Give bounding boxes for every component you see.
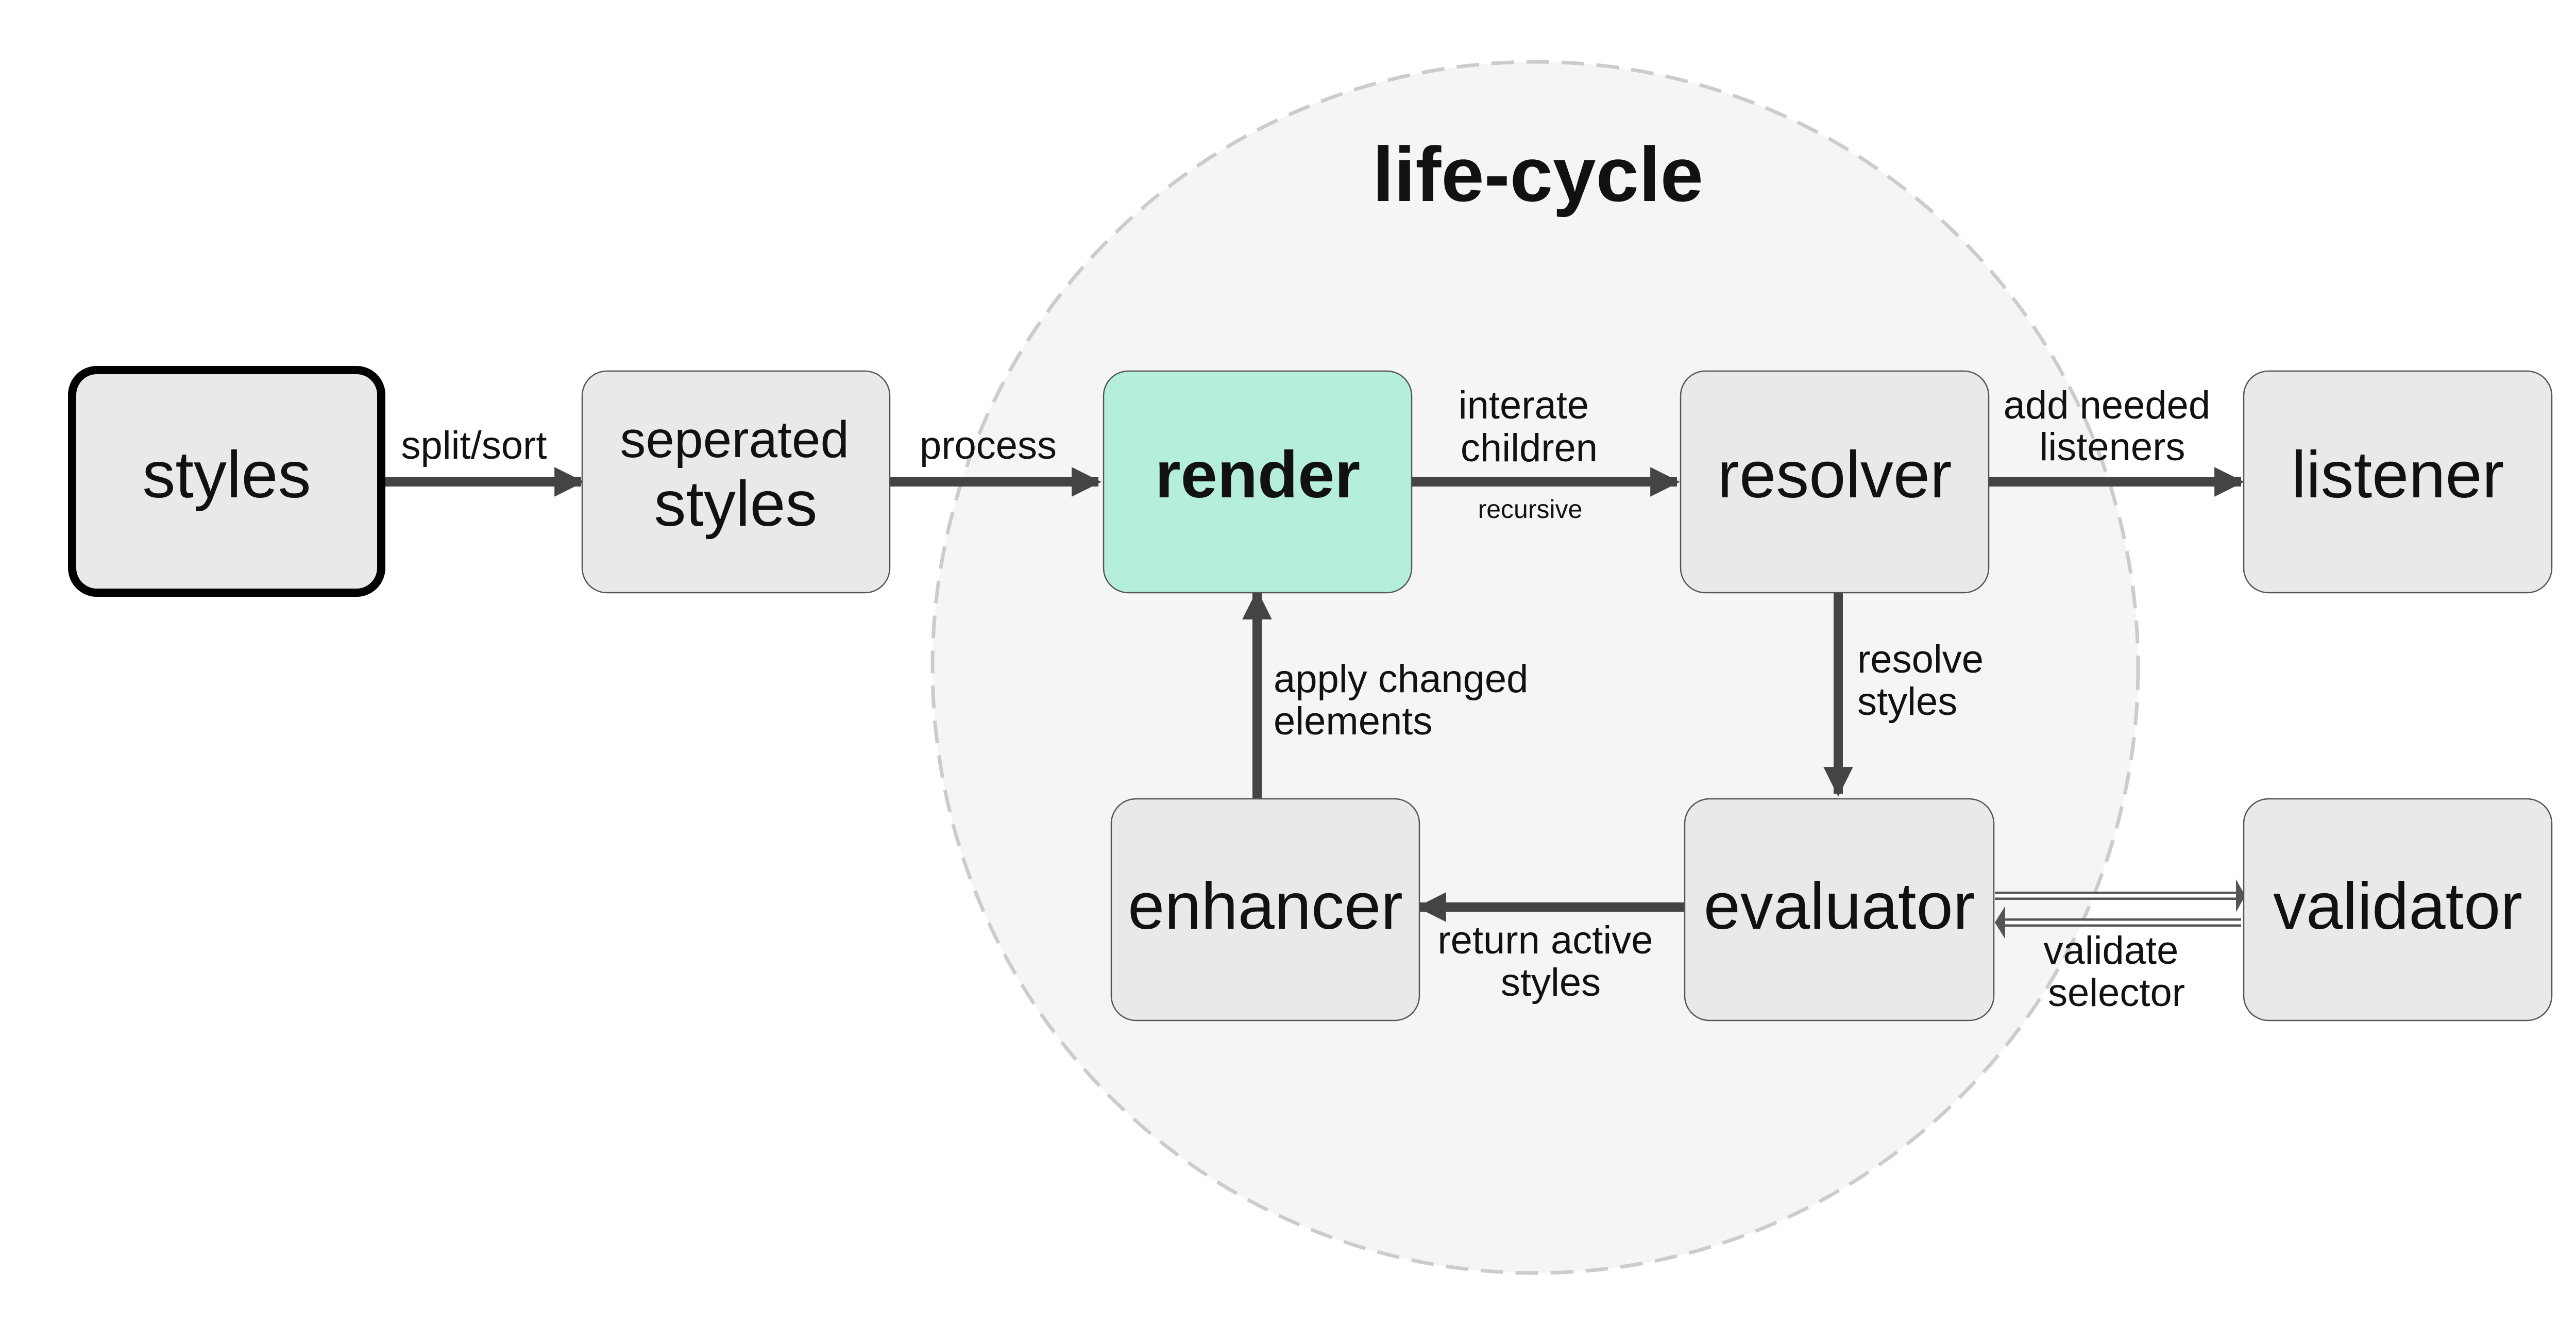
svg-text:listener: listener [2292, 438, 2504, 512]
iterate-children-label: interate children [1459, 383, 1600, 470]
split-sort-label: split/sort [401, 424, 547, 467]
node-separated-styles: seperated styles [581, 370, 891, 594]
node-validator: validator [2243, 798, 2553, 1021]
add-listeners-label: add needed listeners [2004, 383, 2222, 469]
svg-text:seperated styles: seperated styles [620, 411, 851, 540]
return-active-label: return active styles [1437, 918, 1664, 1004]
validate-to-evaluator-arrow [1995, 906, 2241, 939]
lifecycle-title: life-cycle [1372, 131, 1703, 217]
node-resolver: resolver [1680, 370, 1990, 594]
recursive-label: recursive [1478, 495, 1583, 524]
validate-to-validator-arrow [1995, 879, 2245, 912]
validate-selector-label: validate selector [2043, 929, 2189, 1015]
process-label: process [920, 424, 1057, 467]
apply-changed-label: apply changed elements [1274, 657, 1539, 743]
node-render: render [1103, 370, 1413, 594]
resolve-styles-label: resolve styles [1857, 638, 1994, 724]
svg-text:resolver: resolver [1717, 438, 1952, 512]
svg-text:validator: validator [2273, 869, 2522, 943]
node-evaluator: evaluator [1684, 798, 1995, 1021]
node-enhancer: enhancer [1110, 798, 1420, 1021]
svg-text:evaluator: evaluator [1704, 869, 1975, 943]
svg-text:enhancer: enhancer [1128, 869, 1403, 943]
svg-text:render: render [1155, 438, 1360, 512]
node-styles: styles [68, 366, 385, 597]
node-listener: listener [2243, 370, 2553, 594]
svg-text:styles: styles [142, 438, 311, 512]
